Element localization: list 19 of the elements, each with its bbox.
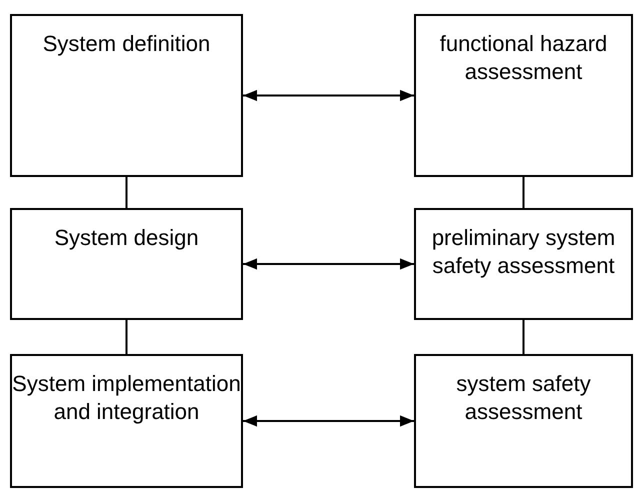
process-box — [414, 208, 633, 320]
connector-line — [126, 177, 128, 208]
box-label: preliminary system safety assessment — [430, 224, 616, 280]
connector-line — [522, 320, 524, 354]
arrow — [243, 90, 414, 102]
box-label: System definition — [42, 30, 210, 58]
process-box — [414, 354, 633, 488]
connector-line — [522, 177, 524, 208]
box-label: System implementation and integration — [12, 370, 241, 426]
arrow — [243, 415, 414, 427]
box-label: system safety assessment — [455, 370, 592, 426]
connector-line — [126, 320, 128, 354]
box-label: System design — [54, 224, 199, 252]
arrow — [243, 258, 414, 270]
process-box — [10, 14, 243, 177]
process-box — [10, 208, 243, 320]
process-box — [10, 354, 243, 488]
box-label: functional hazard assessment — [438, 30, 608, 86]
process-box — [414, 14, 633, 177]
